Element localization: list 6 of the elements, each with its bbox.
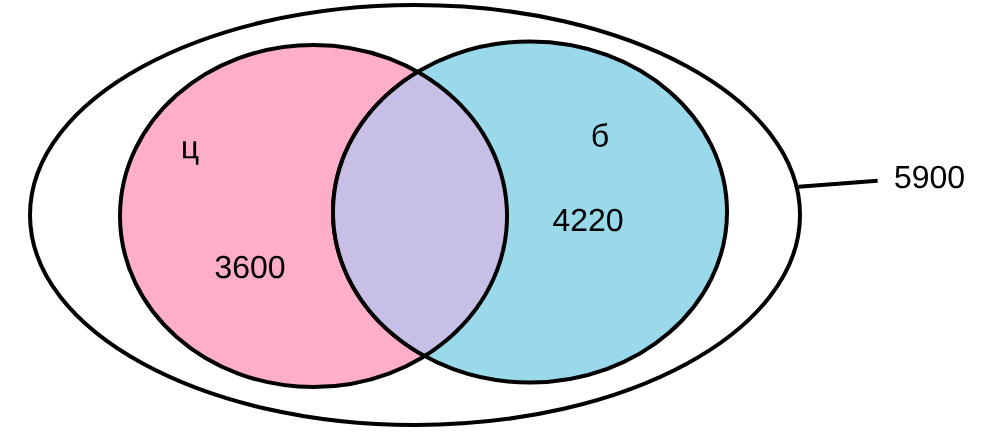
leader-line [798,178,878,189]
count-label: 3600 [215,255,285,279]
set-label: б [592,123,608,147]
set-label: ц [183,141,199,165]
count-label: 5900 [895,165,964,189]
count-label: 4220 [553,208,623,232]
